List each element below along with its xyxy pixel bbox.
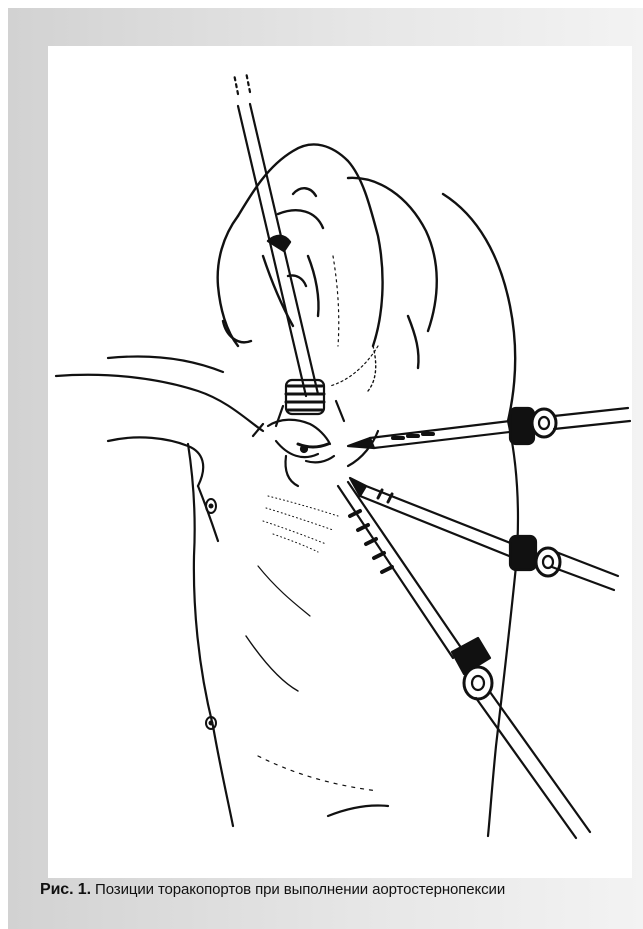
- trocar-lower: [338, 482, 590, 838]
- figure-label: Рис. 1.: [40, 881, 91, 898]
- patient-head: [218, 144, 383, 386]
- trocar-upper-right: [348, 408, 630, 448]
- thoracoscopy-illustration: [48, 46, 632, 878]
- trocar-middle-right: [350, 478, 618, 590]
- chest-shading: [263, 496, 338, 552]
- figure-caption: Рис. 1. Позиции торакопортов при выполне…: [40, 881, 640, 899]
- figure-caption-text: Позиции торакопортов при выполнении аорт…: [95, 881, 505, 898]
- figure-frame: [8, 8, 643, 929]
- figure-image: [48, 46, 632, 878]
